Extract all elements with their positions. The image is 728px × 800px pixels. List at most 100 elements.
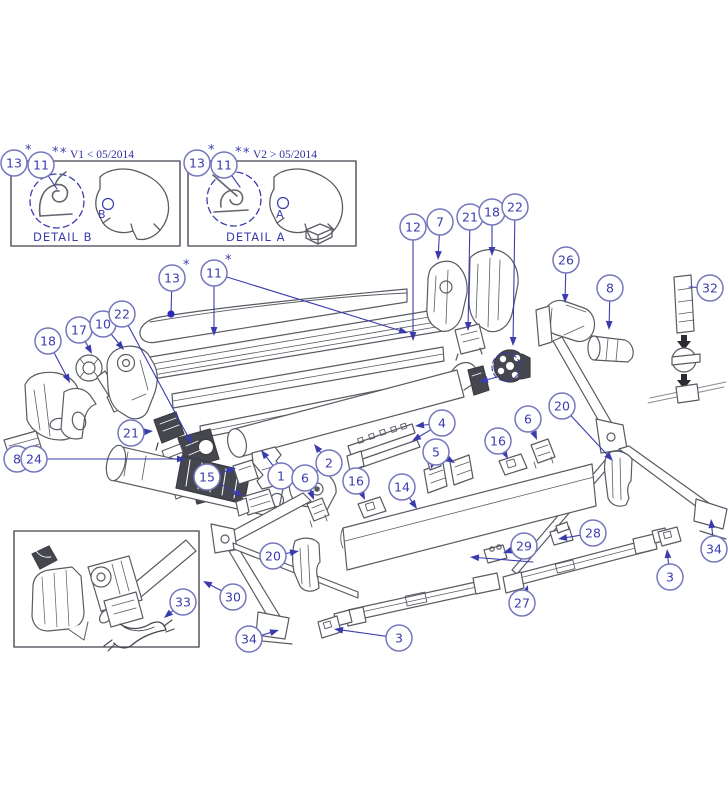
svg-text:15: 15 <box>199 470 215 485</box>
callout-13: 13* <box>158 258 190 318</box>
callout-22: 22 <box>501 193 529 346</box>
callout-7: 7 <box>426 208 454 260</box>
clamp-bracket-left <box>153 411 185 451</box>
motor-assembly <box>87 555 144 628</box>
detail-a-point-circle <box>276 196 290 210</box>
svg-text:11: 11 <box>33 158 49 173</box>
svg-text:33: 33 <box>175 595 191 610</box>
callout-11: 11* <box>210 145 242 188</box>
cable-gland-cap <box>31 545 58 570</box>
callout-6: 6 <box>514 405 542 440</box>
left-mount-bracket <box>60 387 97 440</box>
asterisk-marker: * <box>235 145 242 160</box>
svg-text:20: 20 <box>265 549 281 564</box>
callout-26: 26 <box>552 246 580 303</box>
detail-a-version-note: V2 > 05/2014 <box>253 149 317 161</box>
callout-16: 16 <box>484 427 512 459</box>
svg-text:11: 11 <box>206 266 222 281</box>
callout-17: 17 <box>65 316 93 354</box>
svg-text:34: 34 <box>706 542 722 557</box>
callout-18: 18 <box>34 327 70 383</box>
roller-gear-wheel <box>491 349 531 383</box>
callout-11: 11* <box>27 145 59 190</box>
svg-text:7: 7 <box>436 215 444 230</box>
support-rail-left <box>333 572 501 627</box>
callout-24: 24 <box>20 445 186 473</box>
svg-text:27: 27 <box>514 596 530 611</box>
callout-8: 8 <box>596 274 624 330</box>
callout-30: 30 <box>203 581 247 611</box>
motor-kit-box <box>13 530 200 652</box>
svg-text:29: 29 <box>516 539 532 554</box>
callout-34: 34 <box>700 519 728 563</box>
svg-text:5: 5 <box>432 445 440 460</box>
svg-text:13: 13 <box>189 156 205 171</box>
callout-16: 16 <box>342 467 370 500</box>
callout-29: 29 <box>503 532 538 560</box>
clamp-bracket-right <box>454 323 486 361</box>
asterisk-marker: * <box>225 253 232 268</box>
case-back-profile <box>149 308 445 409</box>
detail-b-note-asterisk: * <box>60 146 67 161</box>
callout-5: 5 <box>422 438 455 469</box>
svg-text:1: 1 <box>277 469 285 484</box>
detail-b-endcap-profile <box>95 168 170 241</box>
motor-cable <box>103 619 175 652</box>
svg-text:22: 22 <box>507 200 523 215</box>
callout-21: 21 <box>456 203 484 331</box>
bracket-6-left <box>306 497 330 528</box>
callout-6: 6 <box>291 464 319 500</box>
asterisk-marker: * <box>183 258 190 273</box>
svg-text:3: 3 <box>666 570 674 585</box>
support-rail-right <box>502 527 669 594</box>
motion-arrow <box>470 554 534 563</box>
svg-text:8: 8 <box>606 281 614 296</box>
asterisk-marker: * <box>52 145 59 160</box>
clamp-16-right <box>498 453 528 476</box>
arm-elbow-cover-left <box>292 537 321 592</box>
svg-text:32: 32 <box>702 281 718 296</box>
svg-text:20: 20 <box>554 399 570 414</box>
svg-text:13: 13 <box>164 271 180 286</box>
callout-14: 14 <box>388 473 417 509</box>
svg-text:12: 12 <box>405 220 421 235</box>
right-endcap-7 <box>426 260 468 332</box>
detail-b-version-note: V1 < 05/2014 <box>70 149 134 161</box>
motor-cover-shell <box>31 566 89 641</box>
hold-down-bars <box>346 422 421 472</box>
arm-elbow-cover-right <box>604 450 633 507</box>
detail-a-point-label: A <box>276 208 284 221</box>
detail-b-point-circle <box>101 197 115 211</box>
svg-text:10: 10 <box>95 317 111 332</box>
svg-text:26: 26 <box>558 253 574 268</box>
callout-32: 32 <box>688 274 724 302</box>
callout-3: 3 <box>334 624 413 652</box>
callout-2: 2 <box>314 444 343 477</box>
svg-text:24: 24 <box>26 452 42 467</box>
svg-text:34: 34 <box>241 632 257 647</box>
tension-rafter-parts <box>647 274 727 404</box>
callout-4: 4 <box>412 409 456 441</box>
detail-a-title: DETAIL A <box>226 230 285 244</box>
callout-20: 20 <box>548 392 613 461</box>
callout-11: 11* <box>200 253 408 336</box>
svg-text:18: 18 <box>484 205 500 220</box>
detail-b-hook-profile <box>29 171 85 229</box>
front-panel <box>340 463 597 571</box>
callout-28: 28 <box>558 519 607 547</box>
svg-text:6: 6 <box>301 471 309 486</box>
callout-13: 13* <box>0 143 32 177</box>
svg-text:8: 8 <box>13 452 21 467</box>
detail-a-hook-profile <box>206 171 262 227</box>
detail-box-b: B DETAIL B * V1 < 05/2014 <box>10 146 181 247</box>
callout-33: 33 <box>164 588 197 618</box>
callout-22: 22 <box>108 300 192 444</box>
svg-text:16: 16 <box>490 434 506 449</box>
svg-text:21: 21 <box>123 426 139 441</box>
svg-text:18: 18 <box>40 334 56 349</box>
svg-text:21: 21 <box>462 210 478 225</box>
callout-13: 13* <box>183 143 215 177</box>
right-endcap-18 <box>468 248 519 333</box>
